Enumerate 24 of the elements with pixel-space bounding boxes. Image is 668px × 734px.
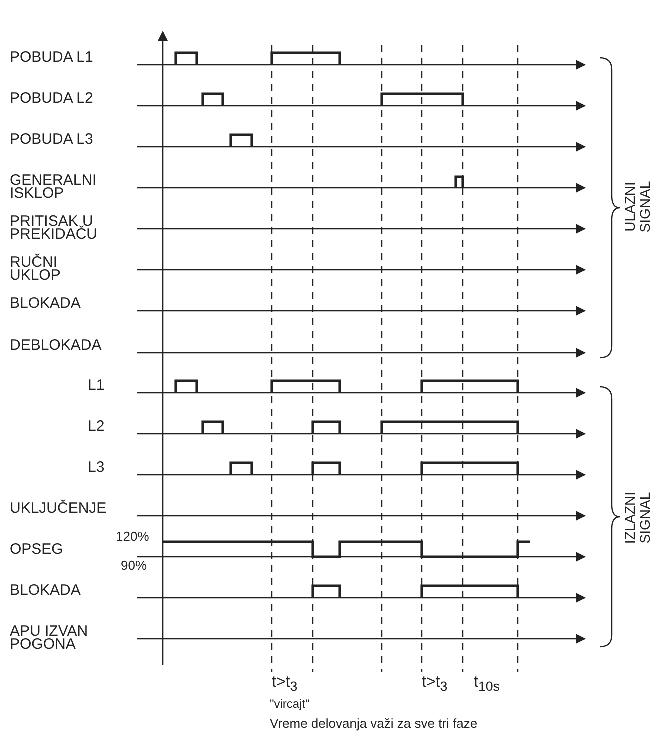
signal-label: POBUDA L1 [10, 51, 94, 64]
signal-label: L3 [88, 461, 105, 474]
signal-label: RUČNI UKLOP [10, 256, 62, 282]
signal-label: POBUDA L3 [10, 133, 94, 146]
level-label: 120% [116, 530, 150, 543]
level-label: 90% [121, 559, 148, 572]
signal-label: BLOKADA [10, 297, 81, 310]
time-label: t>t$_{3}$ [272, 676, 298, 694]
signal-label: OPSEG [10, 543, 64, 556]
signal-label: L2 [88, 420, 105, 433]
signal-label: PRITISAK U PREKIDAČU [10, 215, 99, 241]
signal-label: L1 [88, 379, 105, 392]
time-label: t$_{10s}$ [474, 676, 500, 694]
caption: Vreme delovanja važi za sve tri faze [270, 716, 478, 731]
signal-label: POBUDA L2 [10, 92, 94, 105]
group-label: IZLAZNI SIGNAL [623, 490, 653, 546]
time-label: t>t$_{3}$ [422, 676, 448, 694]
signal-label: DEBLOKADA [10, 339, 102, 352]
signal-label: BLOKADA [10, 584, 81, 597]
time-note: "vircajt" [270, 698, 310, 711]
signal-label: APU IZVAN POGONA [10, 625, 90, 651]
signal-label: UKLJUČENJE [10, 502, 107, 515]
group-label: ULAZNI SIGNAL [623, 180, 653, 235]
signal-label: GENERALNI ISKLOP [10, 174, 98, 200]
